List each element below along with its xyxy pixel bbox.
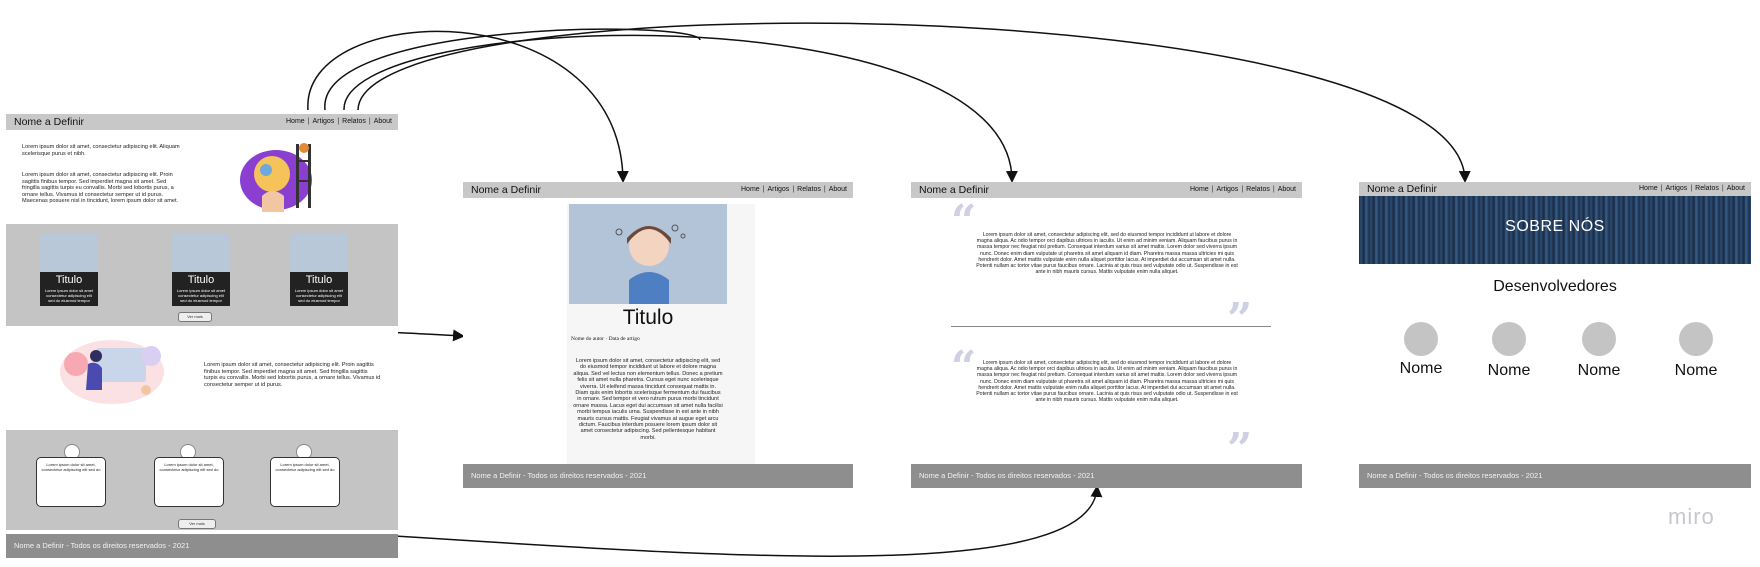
developer-avatar-3 — [1582, 322, 1616, 356]
nav-relatos[interactable]: Relatos — [797, 186, 821, 193]
nav-home[interactable]: Home — [286, 118, 305, 125]
article-body: Lorem ipsum dolor sit amet, consectetur … — [573, 358, 723, 441]
article-footer: Nome a Definir - Todos os direitos reser… — [463, 464, 853, 488]
about-illustration — [60, 340, 164, 404]
about-text: Lorem ipsum dolor sit amet, consectetur … — [204, 362, 381, 388]
article-author: Nome do autor · Data de artigo — [571, 336, 640, 342]
nav-artigos[interactable]: Artigos — [767, 186, 790, 193]
relatos-footer: Nome a Definir - Todos os direitos reser… — [911, 464, 1302, 488]
developer-avatar-2 — [1492, 322, 1526, 356]
more-articles-button[interactable]: Ver mais — [178, 312, 212, 322]
developer-avatar-4 — [1679, 322, 1713, 356]
review-text: Lorem ipsum dolor sit amet, consectetur … — [159, 462, 219, 472]
hero-illustration — [240, 143, 312, 212]
card-text: Lorem ipsum dolor sit amet consectetur a… — [44, 288, 94, 303]
nav-artigos[interactable]: Artigos — [1665, 185, 1688, 192]
close-quote-icon: ” — [1227, 294, 1253, 345]
nav-about[interactable]: About — [1726, 185, 1745, 192]
card-body: Titulo Lorem ipsum dolor sit amet consec… — [290, 272, 348, 306]
card-text: Lorem ipsum dolor sit amet consectetur a… — [294, 288, 344, 303]
miro-watermark: miro — [1668, 504, 1715, 529]
review-box: Lorem ipsum dolor sit amet, consectetur … — [36, 457, 106, 507]
relatos-topbar: Nome a Definir Home| Artigos| Relatos| A… — [911, 182, 1302, 198]
home-frame: Nome a Definir Home| Artigos| Relatos| A… — [6, 114, 398, 558]
nav-about[interactable]: About — [1277, 186, 1296, 193]
nav-about[interactable]: About — [828, 186, 847, 193]
review-box: Lorem ipsum dolor sit amet, consectetur … — [270, 457, 340, 507]
developer-name-3: Nome — [1577, 362, 1621, 379]
home-topbar: Nome a Definir Home| Artigos| Relatos| A… — [6, 114, 398, 130]
developers-heading: Desenvolvedores — [1493, 278, 1617, 295]
nav-artigos[interactable]: Artigos — [312, 118, 335, 125]
open-quote-icon: “ — [951, 196, 977, 247]
relatos-divider — [951, 326, 1271, 327]
home-intro-1: Lorem ipsum dolor sit amet, consectetur … — [22, 144, 180, 157]
banner-title: SOBRE NÓS — [1505, 218, 1605, 235]
more-reviews-button[interactable]: Ver mais — [178, 519, 216, 529]
about-footer: Nome a Definir - Todos os direitos reser… — [1359, 464, 1751, 488]
about-nav: Home| Artigos| Relatos| About — [1639, 182, 1745, 196]
developer-name-2: Nome — [1487, 362, 1531, 379]
home-nav: Home| Artigos| Relatos| About — [286, 114, 392, 130]
developer-avatar-1 — [1404, 322, 1438, 356]
article-title: Titulo — [622, 306, 674, 329]
nav-home[interactable]: Home — [1190, 186, 1209, 193]
about-banner: SOBRE NÓS — [1359, 196, 1751, 264]
relatos-nav: Home| Artigos| Relatos| About — [1190, 182, 1296, 198]
developer-name-4: Nome — [1674, 362, 1718, 379]
card-title: Titulo — [55, 274, 83, 286]
review-box: Lorem ipsum dolor sit amet, consectetur … — [154, 457, 224, 507]
card-body: Titulo Lorem ipsum dolor sit amet consec… — [172, 272, 230, 306]
arrow-relatos-nav-to-relatos — [343, 34, 1018, 183]
nav-home[interactable]: Home — [1639, 185, 1658, 192]
brand-logo[interactable]: Nome a Definir — [14, 116, 85, 128]
nav-relatos[interactable]: Relatos — [342, 118, 366, 125]
arrow-home-nav-extra — [324, 28, 701, 111]
card-image — [40, 234, 98, 272]
brand-logo[interactable]: Nome a Definir — [471, 184, 542, 196]
article-nav: Home| Artigos| Relatos| About — [741, 182, 847, 198]
nav-relatos[interactable]: Relatos — [1246, 186, 1270, 193]
home-footer: Nome a Definir - Todos os direitos reser… — [6, 534, 398, 558]
open-quote-icon: “ — [951, 342, 977, 393]
card-title: Titulo — [305, 274, 333, 286]
article-frame: Nome a Definir Home| Artigos| Relatos| A… — [463, 182, 853, 488]
relato-2-text: Lorem ipsum dolor sit amet, consectetur … — [976, 360, 1238, 404]
home-intro-2: Lorem ipsum dolor sit amet, consectetur … — [22, 172, 179, 205]
nav-about[interactable]: About — [373, 118, 392, 125]
relato-1-text: Lorem ipsum dolor sit amet, consectetur … — [976, 232, 1238, 276]
review-text: Lorem ipsum dolor sit amet, consectetur … — [275, 462, 335, 472]
brand-logo[interactable]: Nome a Definir — [1367, 183, 1438, 195]
card-image — [172, 234, 230, 272]
nav-relatos[interactable]: Relatos — [1695, 185, 1719, 192]
nav-artigos[interactable]: Artigos — [1216, 186, 1239, 193]
card-text: Lorem ipsum dolor sit amet consectetur a… — [176, 288, 226, 303]
card-body: Titulo Lorem ipsum dolor sit amet consec… — [40, 272, 98, 306]
article-topbar: Nome a Definir Home| Artigos| Relatos| A… — [463, 182, 853, 198]
arrow-about-nav-to-about — [357, 22, 1471, 183]
article-image — [569, 204, 727, 304]
card-image — [290, 234, 348, 272]
nav-home[interactable]: Home — [741, 186, 760, 193]
developer-name-1: Nome — [1399, 360, 1443, 377]
relatos-frame: Nome a Definir Home| Artigos| Relatos| A… — [911, 182, 1302, 488]
brand-logo[interactable]: Nome a Definir — [919, 184, 990, 196]
about-frame: Nome a Definir Home| Artigos| Relatos| A… — [1359, 182, 1751, 488]
card-title: Titulo — [187, 274, 215, 286]
review-text: Lorem ipsum dolor sit amet, consectetur … — [41, 462, 101, 472]
about-topbar: Nome a Definir Home| Artigos| Relatos| A… — [1359, 182, 1751, 196]
